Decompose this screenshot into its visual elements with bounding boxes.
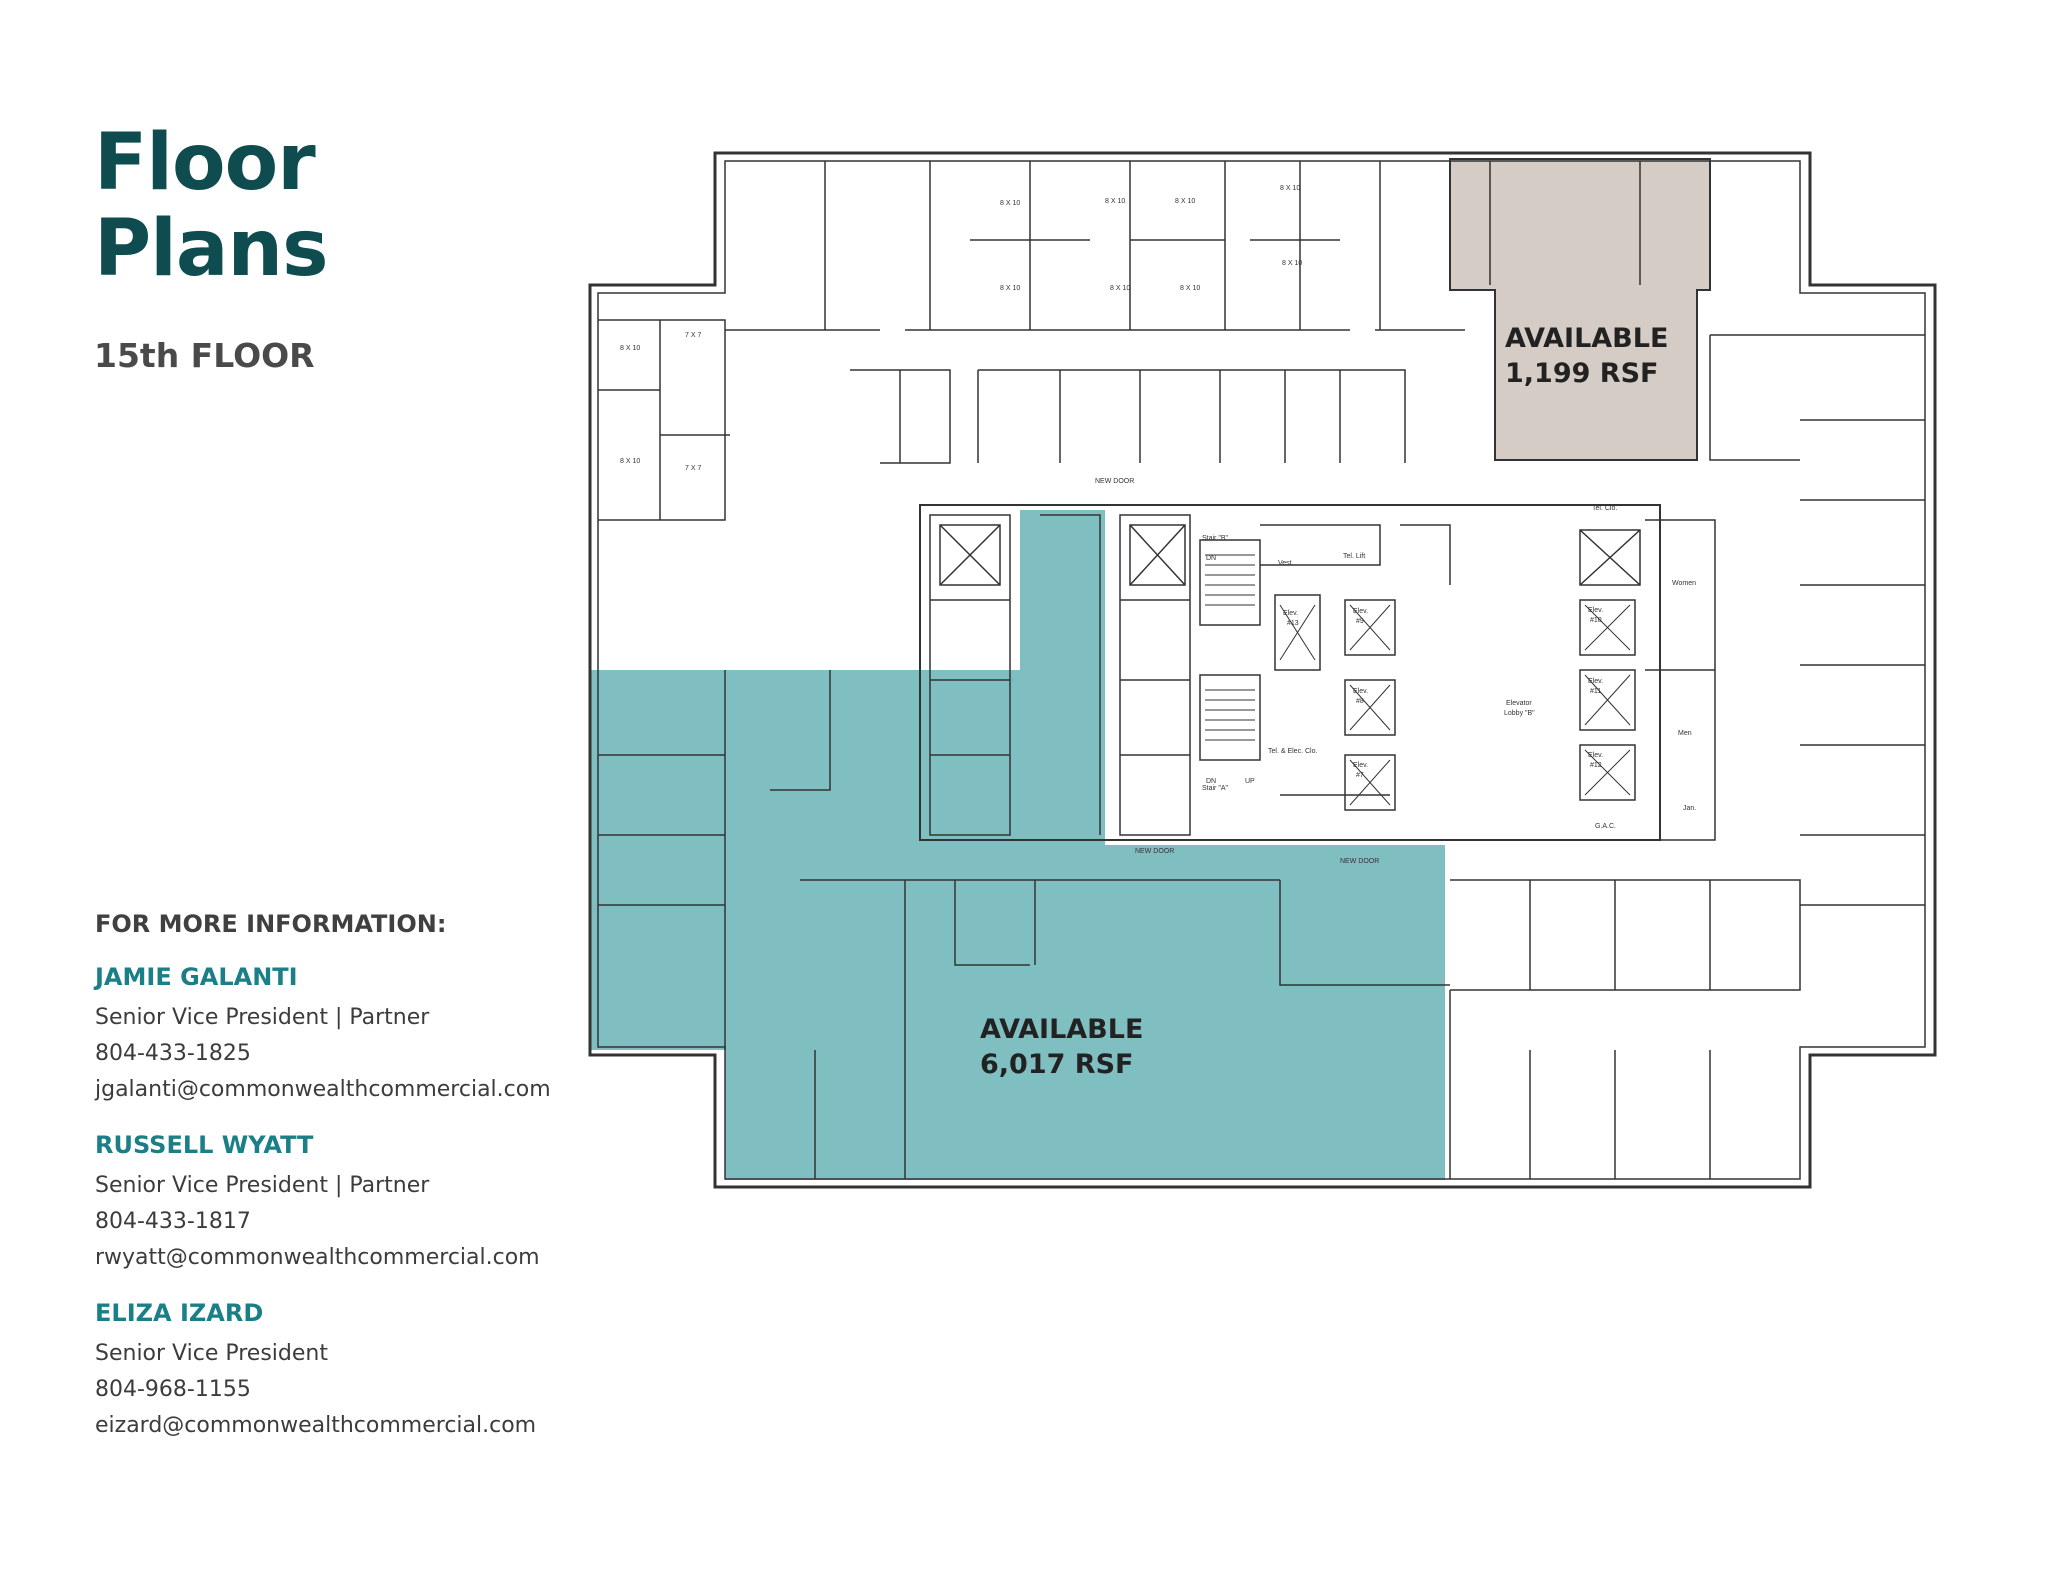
- floor-plan: 8 X 10 8 X 10 8 X 10 8 X 10 8 X 10 8 X 1…: [588, 151, 1937, 1189]
- stair-a-label: Stair "A": [1202, 785, 1228, 792]
- contact-role: Senior Vice President | Partner: [95, 1173, 430, 1198]
- tel-elec-label: Tel. & Elec. Clo.: [1268, 748, 1317, 755]
- elevator-number: #9: [1356, 618, 1364, 625]
- contact-card: ELIZA IZARD Senior Vice President 804-96…: [95, 1296, 615, 1444]
- vest-label: Vest.: [1278, 560, 1294, 567]
- contact-name: ELIZA IZARD: [95, 1299, 264, 1327]
- floor-label: 15th FLOOR: [94, 336, 315, 375]
- available-size-large: 6,017 RSF: [980, 1049, 1133, 1080]
- office-label: 8 X 10: [1110, 285, 1130, 292]
- contact-email[interactable]: rwyatt@commonwealthcommercial.com: [95, 1245, 540, 1270]
- elevator-number: #10: [1590, 617, 1602, 624]
- stair-dn-label: DN: [1206, 778, 1216, 785]
- elevator-number: #8: [1356, 698, 1364, 705]
- elevator-lobby-label: Lobby "B": [1504, 710, 1535, 717]
- tel-lift-label: Tel. Lift: [1343, 553, 1365, 560]
- office-label: 8 X 10: [1000, 200, 1020, 207]
- contact-role: Senior Vice President | Partner: [95, 1005, 430, 1030]
- elevator-label: Elev.: [1353, 688, 1368, 695]
- floor-plan-drawing: [588, 151, 1937, 1189]
- info-heading: FOR MORE INFORMATION:: [95, 910, 447, 938]
- elevator-label: Elev.: [1283, 610, 1298, 617]
- available-size-small: 1,199 RSF: [1505, 358, 1658, 389]
- office-label: 8 X 10: [1282, 260, 1302, 267]
- contact-info: FOR MORE INFORMATION: JAMIE GALANTI Seni…: [95, 910, 615, 1464]
- office-label: 8 X 10: [1000, 285, 1020, 292]
- contact-phone[interactable]: 804-968-1155: [95, 1377, 251, 1402]
- elevator-label: Elev.: [1588, 752, 1603, 759]
- new-door-label: NEW DOOR: [1135, 848, 1174, 855]
- elevator-number: #12: [1590, 762, 1602, 769]
- new-door-label: NEW DOOR: [1095, 478, 1134, 485]
- tel-clo-label: Tel. Clo.: [1592, 505, 1617, 512]
- contact-role: Senior Vice President: [95, 1341, 328, 1366]
- elevator-number: #7: [1356, 772, 1364, 779]
- office-label: 8 X 10: [620, 345, 640, 352]
- page-title-line1: Floor: [94, 118, 316, 208]
- elevator-label: Elev.: [1353, 762, 1368, 769]
- contact-name: JAMIE GALANTI: [95, 963, 298, 991]
- contact-card: RUSSELL WYATT Senior Vice President | Pa…: [95, 1128, 615, 1276]
- elevator-lobby-label: Elevator: [1506, 700, 1532, 707]
- available-space-small[interactable]: [1449, 158, 1711, 461]
- available-label-small: AVAILABLE: [1505, 323, 1668, 354]
- gac-label: G.A.C.: [1595, 823, 1616, 830]
- available-label-large: AVAILABLE: [980, 1014, 1143, 1045]
- elevator-number: #13: [1287, 620, 1299, 627]
- available-space-large[interactable]: [590, 510, 1445, 1180]
- elevator-label: Elev.: [1588, 607, 1603, 614]
- stair-dn-label: DN: [1206, 555, 1216, 562]
- contact-card: JAMIE GALANTI Senior Vice President | Pa…: [95, 960, 615, 1108]
- new-door-label: NEW DOOR: [1340, 858, 1379, 865]
- janitor-label: Jan.: [1683, 805, 1696, 812]
- stair-b-label: Stair "B": [1202, 535, 1228, 542]
- plan-labels: 8 X 10 8 X 10 8 X 10 8 X 10 8 X 10 8 X 1…: [620, 185, 1696, 865]
- office-label: 8 X 10: [1105, 198, 1125, 205]
- office-label: 8 X 10: [1180, 285, 1200, 292]
- contact-name: RUSSELL WYATT: [95, 1131, 314, 1159]
- office-label: 8 X 10: [620, 458, 640, 465]
- page-title-line2: Plans: [94, 204, 328, 294]
- elevator-number: #11: [1590, 688, 1601, 695]
- contact-phone[interactable]: 804-433-1825: [95, 1041, 251, 1066]
- women-restroom-label: Women: [1672, 580, 1696, 587]
- office-label: 8 X 10: [1280, 185, 1300, 192]
- elevator-label: Elev.: [1353, 608, 1368, 615]
- office-label: 7 X 7: [685, 332, 701, 339]
- building-shell: [588, 151, 1937, 1189]
- contact-email[interactable]: eizard@commonwealthcommercial.com: [95, 1413, 537, 1438]
- contact-phone[interactable]: 804-433-1817: [95, 1209, 251, 1234]
- stair-up-label: UP: [1245, 778, 1255, 785]
- office-label: 8 X 10: [1175, 198, 1195, 205]
- contact-email[interactable]: jgalanti@commonwealthcommercial.com: [95, 1077, 551, 1102]
- elevator-label: Elev.: [1588, 678, 1603, 685]
- men-restroom-label: Men: [1678, 730, 1692, 737]
- page-title: Floor Plans: [94, 120, 328, 292]
- office-label: 7 X 7: [685, 465, 701, 472]
